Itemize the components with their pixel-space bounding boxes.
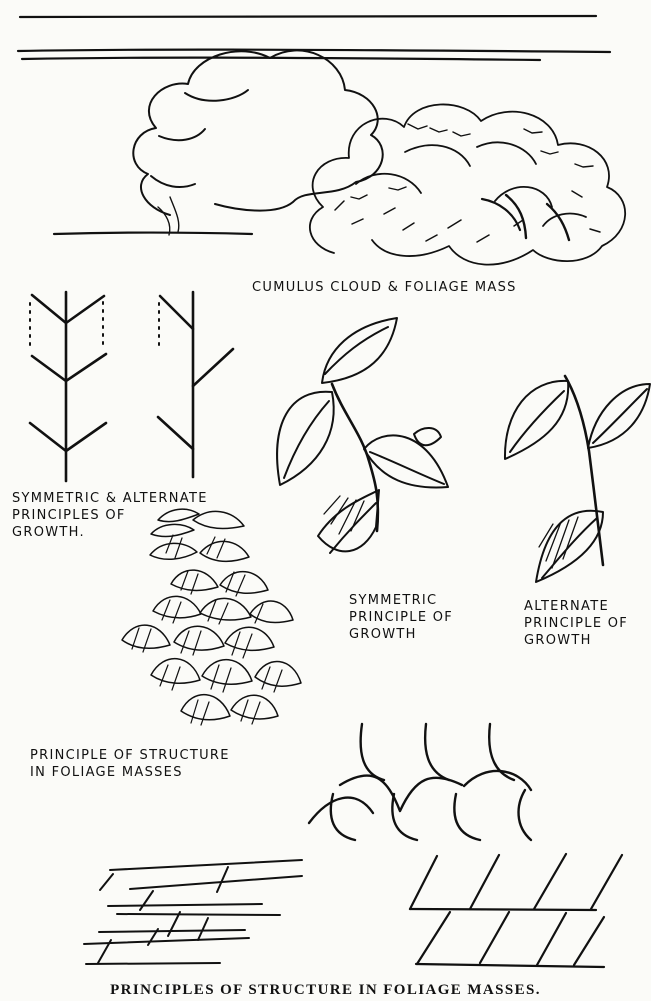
symmetric-leaf-stem-drawing bbox=[277, 318, 448, 553]
foliage-mass-scale-pattern bbox=[122, 509, 301, 725]
foliage-mass bbox=[310, 104, 625, 264]
cloud-foliage-label: CUMULUS CLOUD & FOLIAGE MASS bbox=[252, 279, 517, 296]
alternate-growth-label: ALTERNATE PRINCIPLE OF GROWTH bbox=[524, 598, 628, 649]
symmetric-alternate-label: SYMMETRIC & ALTERNATE PRINCIPLES OF GROW… bbox=[12, 490, 208, 541]
symmetric-branch-sketch bbox=[30, 292, 106, 481]
brick-pattern bbox=[84, 860, 302, 964]
alternate-branch-sketch bbox=[158, 292, 233, 477]
scalloped-line-pattern bbox=[309, 724, 531, 840]
cumulus-cloud bbox=[54, 50, 383, 235]
angled-grid-pattern bbox=[410, 854, 622, 967]
structure-foliage-label: PRINCIPLE OF STRUCTURE IN FOLIAGE MASSES bbox=[30, 747, 230, 781]
illustration-caption: PRINCIPLES OF STRUCTURE IN FOLIAGE MASSE… bbox=[0, 982, 651, 999]
alternate-leaf-stem-drawing bbox=[505, 376, 650, 582]
symmetric-growth-label: SYMMETRIC PRINCIPLE OF GROWTH bbox=[349, 592, 453, 643]
